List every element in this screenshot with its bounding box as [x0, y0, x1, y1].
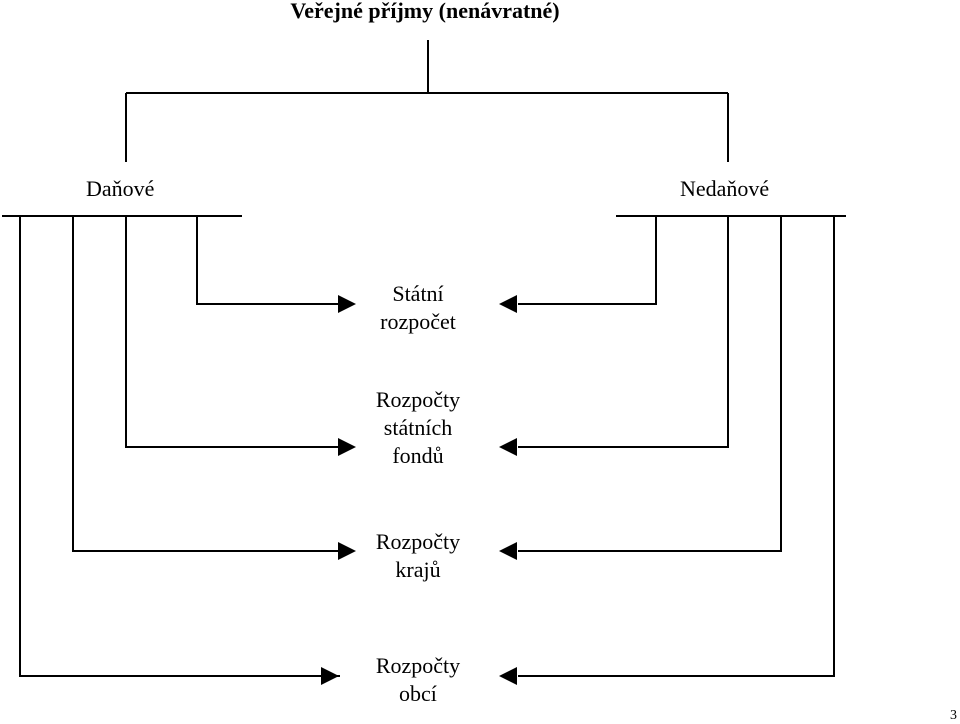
- arrowhead-left-icon: [499, 438, 517, 456]
- tax-to-regions: [72, 216, 340, 552]
- target-line: Rozpočty: [375, 529, 461, 554]
- arrowhead-right-icon: [338, 295, 356, 313]
- target-line: Rozpočty: [375, 653, 461, 678]
- target-state-funds: Rozpočty státních fondů: [340, 386, 496, 470]
- target-line: fondů: [392, 443, 444, 468]
- target-line: státních: [383, 415, 453, 440]
- category-tax-label: Daňové: [86, 176, 155, 201]
- target-line: obcí: [399, 681, 437, 706]
- arrowhead-left-icon: [499, 542, 517, 560]
- diagram-title: Veřejné příjmy (nenávratné): [290, 0, 560, 23]
- arrowhead-right-icon: [321, 667, 339, 685]
- nontax-to-regions: [518, 216, 782, 552]
- tax-to-state-budget: [196, 216, 340, 305]
- target-line: krajů: [395, 557, 441, 582]
- arrowhead-right-icon: [338, 438, 356, 456]
- arrowhead-left-icon: [499, 667, 517, 685]
- tax-to-state-funds: [125, 216, 340, 448]
- target-regions: Rozpočty krajů: [340, 528, 496, 584]
- target-municipalities: Rozpočty obcí: [340, 652, 496, 708]
- target-line: Státní: [392, 281, 444, 306]
- arrowhead-left-icon: [499, 295, 517, 313]
- target-line: rozpočet: [380, 309, 456, 334]
- nontax-to-state-funds: [518, 216, 729, 448]
- nontax-to-state-budget: [518, 216, 657, 305]
- tax-to-municipalities: [19, 216, 340, 677]
- target-line: Rozpočty: [375, 387, 461, 412]
- category-nontax-label: Nedaňové: [680, 176, 770, 201]
- nontax-to-municipalities: [518, 216, 835, 677]
- arrowhead-right-icon: [338, 542, 356, 560]
- page-number: 3: [950, 708, 957, 723]
- target-state-budget: Státní rozpočet: [340, 280, 496, 336]
